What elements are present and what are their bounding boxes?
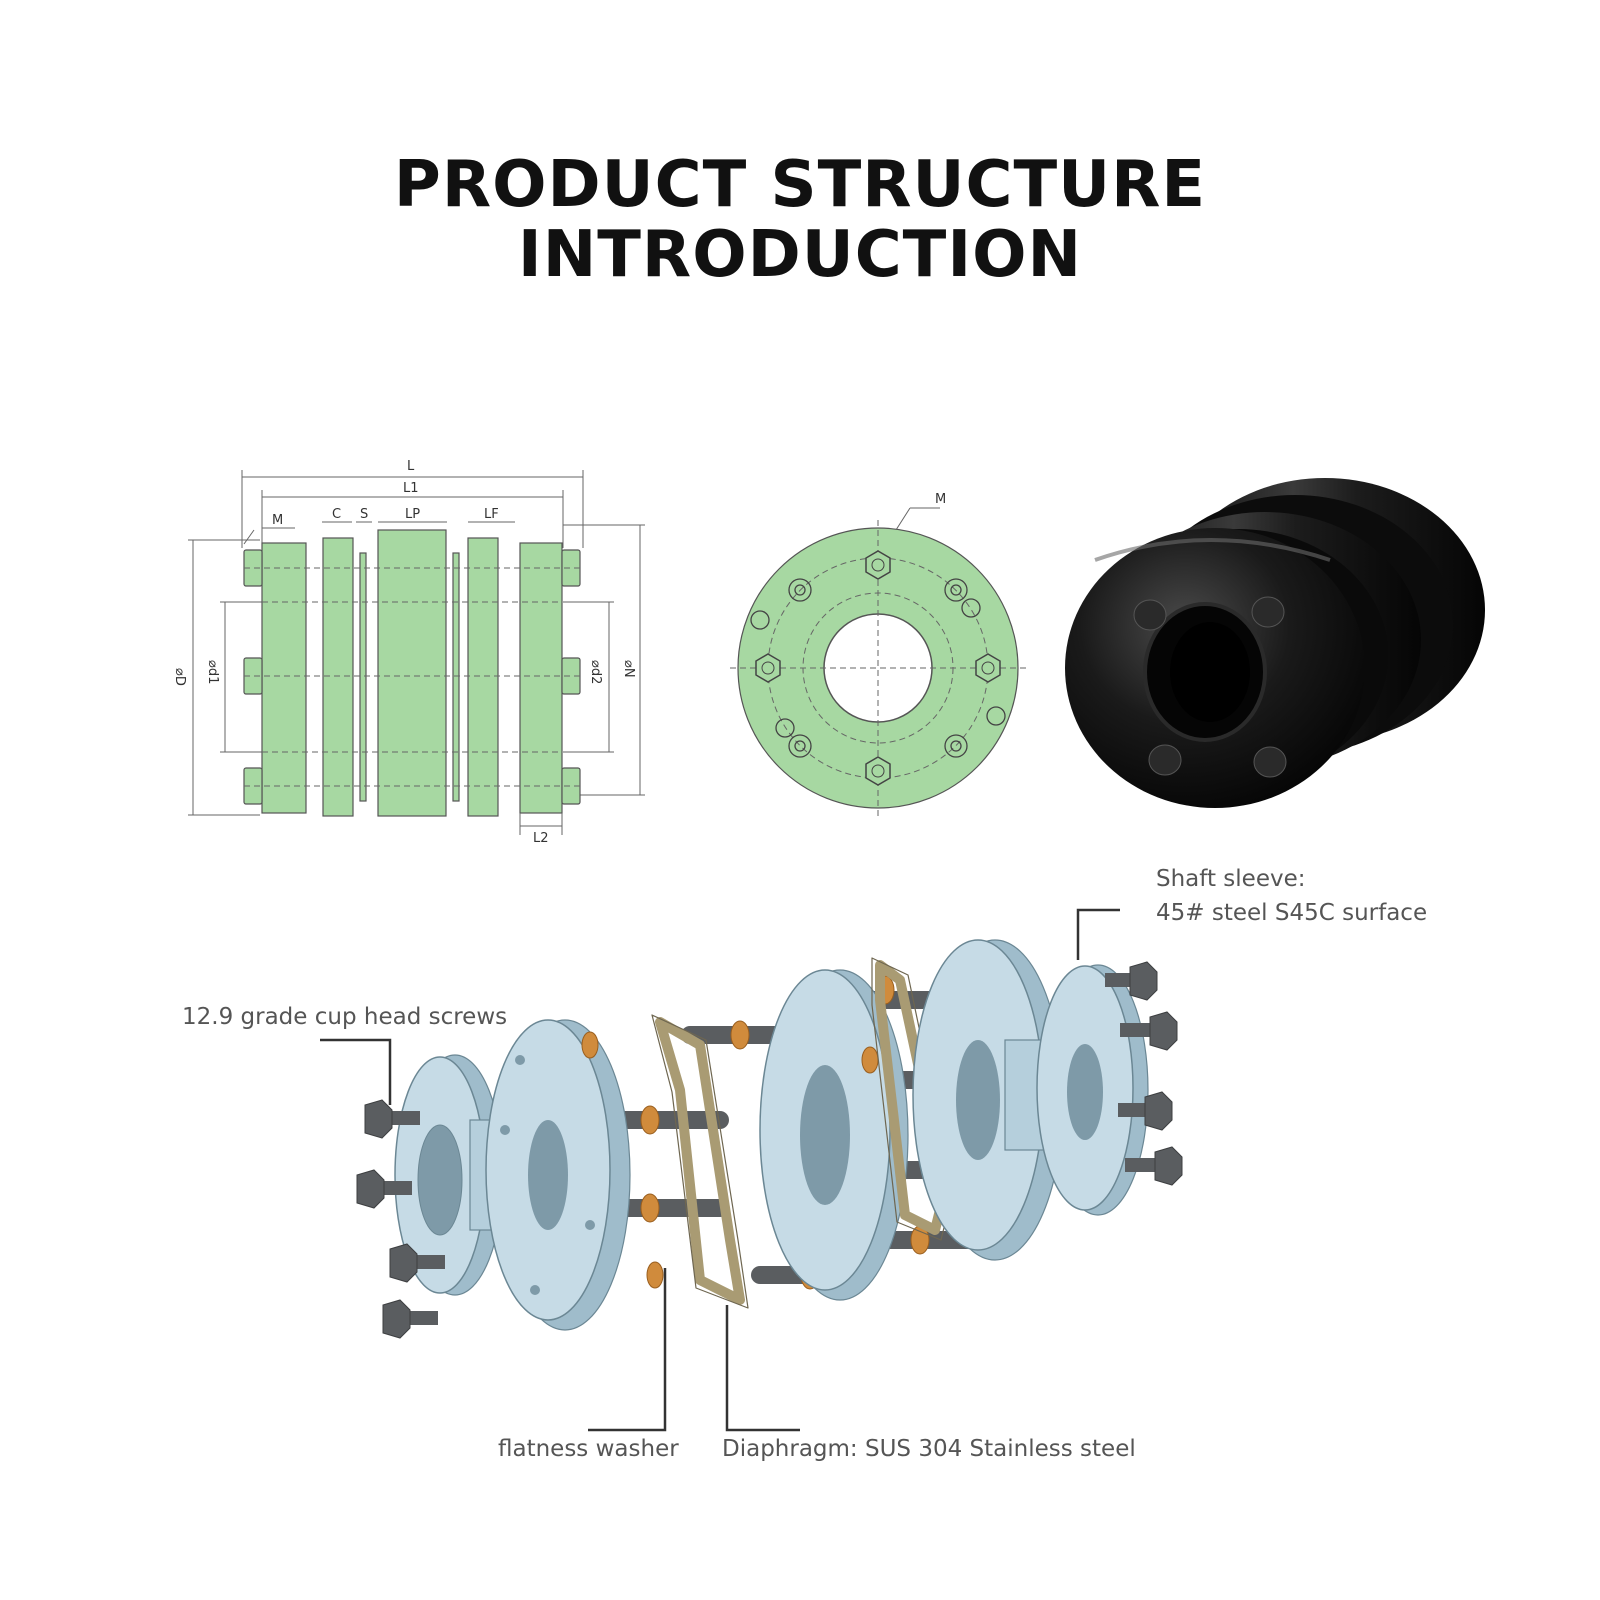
right-diaphragm: [871, 957, 954, 1241]
exploded-assembly: [320, 908, 1183, 1432]
callout-diaphragm: Diaphragm: SUS 304 Stainless steel: [722, 1436, 1136, 1462]
dim-label-LP: LP: [405, 507, 420, 522]
dim-label-M: M: [272, 513, 283, 528]
right-cup-head-screws: [1105, 961, 1183, 1186]
diaphragm-right: [452, 552, 460, 802]
diaphragm-left: [359, 552, 367, 802]
leader-washer: [588, 1268, 667, 1432]
left-washers: [581, 1031, 664, 1289]
hub-left: [261, 542, 307, 814]
dim-label-L: L: [407, 459, 415, 474]
side-view-drawing: L L1 M C S LP LF ⌀D ⌀d1 ⌀d2: [172, 459, 645, 846]
leader-sleeve: [1076, 908, 1120, 960]
front-hex-bolts: [755, 550, 1001, 786]
left-diaphragm: [651, 1014, 749, 1309]
right-hub-flange: [1036, 964, 1149, 1216]
product-photo-black-coupling: [1065, 478, 1485, 808]
leader-screws: [320, 1038, 392, 1105]
front-bolt-holes: [750, 578, 1006, 758]
dim-label-N: ⌀N: [621, 660, 636, 678]
hub-right: [519, 542, 563, 814]
dim-label-S: S: [360, 507, 368, 522]
callout-sleeve-line1: Shaft sleeve:: [1156, 866, 1306, 892]
dim-label-d2: ⌀d2: [588, 660, 603, 684]
leader-diaphragm: [725, 1305, 800, 1432]
front-view-drawing: M: [730, 492, 1028, 818]
spacer-center: [377, 529, 447, 817]
dim-label-d1: ⌀d1: [205, 660, 220, 684]
flange-right: [467, 537, 499, 817]
dim-label-C: C: [332, 507, 341, 522]
flange-left: [322, 537, 354, 817]
front-dim-label-M: M: [935, 492, 946, 507]
dim-label-L1: L1: [403, 481, 419, 496]
title-line-2: INTRODUCTION: [517, 218, 1083, 292]
callout-washer: flatness washer: [498, 1436, 679, 1462]
dim-label-LF: LF: [484, 507, 499, 522]
title-line-1: PRODUCT STRUCTURE: [393, 148, 1207, 222]
callout-sleeve-line2: 45# steel S45C surface: [1156, 900, 1428, 926]
page-title: PRODUCT STRUCTURE INTRODUCTION: [0, 150, 1600, 290]
left-cup-head-screws: [356, 1099, 445, 1339]
dim-label-D: ⌀D: [172, 668, 187, 686]
dim-label-L2: L2: [533, 831, 549, 846]
callout-screws: 12.9 grade cup head screws: [182, 1004, 508, 1030]
left-large-flange: [485, 1019, 631, 1331]
